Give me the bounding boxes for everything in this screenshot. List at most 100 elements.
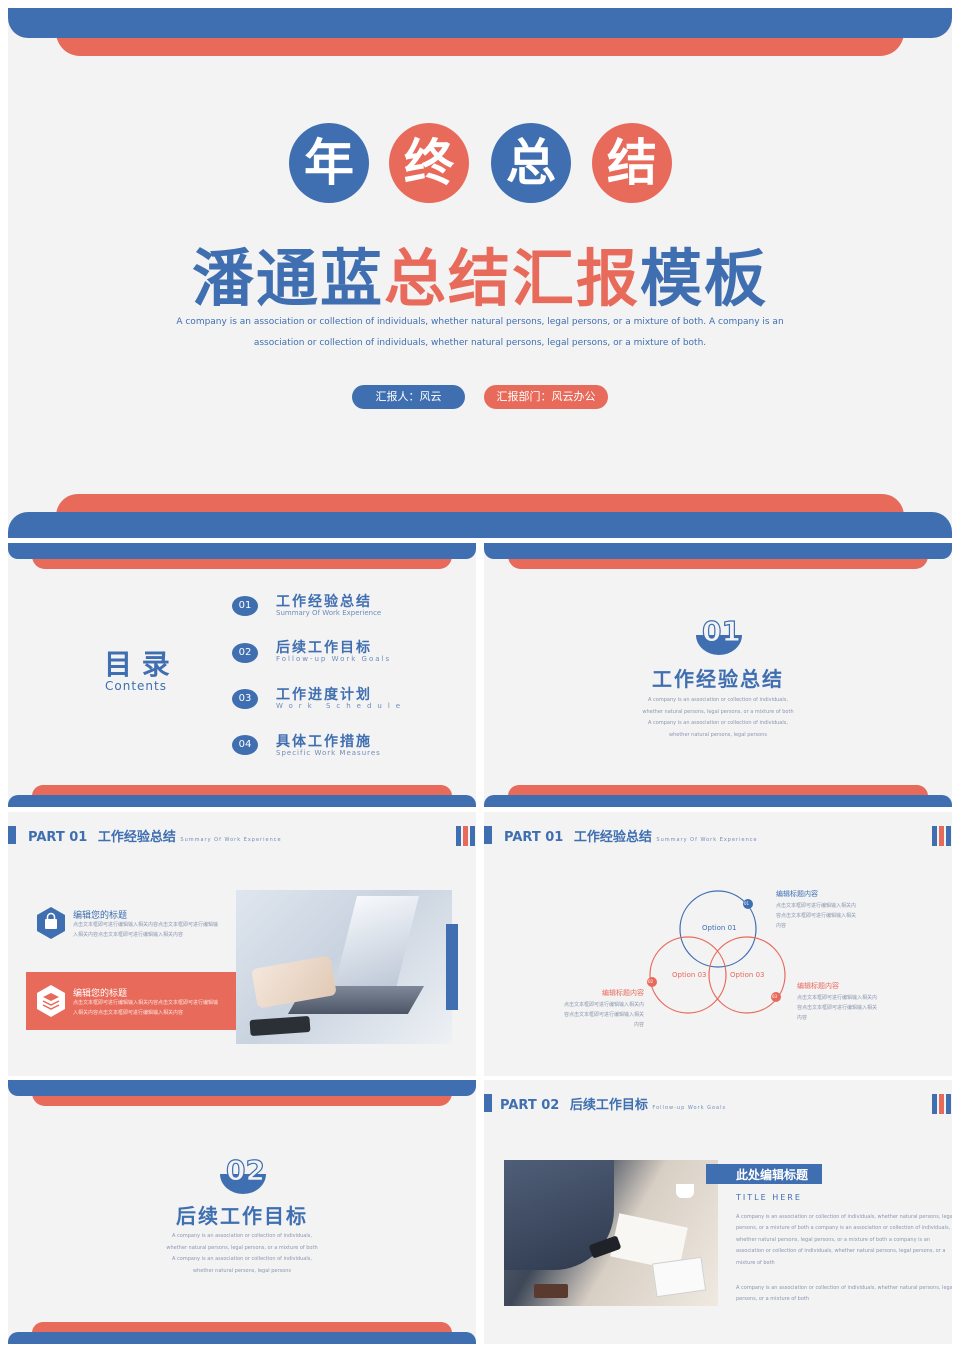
cover-slide: 年 终 总 结 潘通蓝总结汇报模板 A company is an associ… — [8, 8, 952, 538]
part1-item-1-title: 编辑您的标题 — [73, 911, 128, 921]
toc-num-2: 02 — [232, 640, 260, 663]
part2-title-here: TITLE HERE — [736, 1193, 802, 1202]
cover-title-red: 总结汇报 — [383, 242, 640, 315]
part1b-stripe-2 — [939, 826, 944, 846]
venn-text-right-1: 点击文本框即可进行编辑输入相关内 — [797, 995, 878, 1001]
cover-title-blue2: 模板 — [640, 242, 769, 315]
venn-text-right-2: 容点击文本框即可进行编辑输入相关 — [797, 1005, 878, 1011]
part2-stripe-2 — [939, 1094, 944, 1114]
cover-desc-line2: association or collection of individuals… — [253, 338, 707, 348]
part2-cn: 后续工作目标 — [569, 1098, 648, 1113]
section1-slide: 01 工作经验总结 A company is an association or… — [484, 543, 952, 807]
toc-item-3-cn: 工作进度计划 — [276, 687, 372, 703]
cover-char-circle-4: 结 — [592, 123, 672, 203]
toc-item-1-cn: 工作经验总结 — [276, 594, 372, 610]
venn-num-1: 01 — [744, 901, 750, 906]
venn-diagram — [647, 890, 786, 1014]
section2-number-badge — [220, 1174, 266, 1194]
toc-title: 目 录 — [104, 648, 170, 681]
part1b-en: Summary Of Work Experience — [656, 837, 758, 843]
toc-item-2-cn: 后续工作目标 — [276, 640, 372, 656]
toc-item-3-en: Work Schedule — [276, 702, 407, 710]
part2-stripe-1 — [932, 1094, 937, 1114]
cover-title-blue: 潘通蓝 — [191, 242, 384, 315]
section1-line-3: A company is an association or collectio… — [648, 720, 788, 726]
venn-circle-left — [649, 936, 727, 1014]
part1-item-1-text-1: 点击文本框即可进行编辑输入相关内容点击文本框即可进行编辑输 — [73, 922, 219, 928]
part1b-part-label: PART — [504, 830, 541, 845]
part2-stripe-3 — [946, 1094, 951, 1114]
part1b-cn: 工作经验总结 — [573, 830, 652, 845]
part1-num: 01 — [69, 830, 88, 845]
venn-option-left: Option 03 — [672, 971, 707, 979]
toc-subtitle: Contents — [105, 679, 167, 693]
venn-label-right: 编辑标题内容 — [797, 982, 839, 990]
part2-num: 02 — [541, 1098, 560, 1113]
cover-top-blue-bar — [8, 8, 952, 38]
part1-laptop-slide: PART 01 工作经验总结 Summary Of Work Experienc… — [8, 812, 476, 1076]
part2-heading-box — [706, 1164, 822, 1184]
toc-item-1-en: Summary Of Work Experience — [276, 609, 382, 617]
section2-title: 后续工作目标 — [176, 1204, 308, 1228]
toc-item-4-en: Specific Work Measures — [276, 749, 381, 757]
part1b-stripe-3 — [946, 826, 951, 846]
desk-cup — [676, 1184, 694, 1198]
venn-option-right: Option 03 — [730, 971, 765, 979]
part1-venn-slide: PART 01 工作经验总结 Summary Of Work Experienc… — [484, 812, 952, 1076]
venn-text-top-1: 点击文本框即可进行编辑输入相关内 — [776, 903, 857, 909]
toc-num-3: 03 — [232, 686, 260, 709]
part1b-left-marker — [484, 826, 492, 844]
part1-header: PART 01 工作经验总结 Summary Of Work Experienc… — [28, 826, 282, 845]
section2-line-2: whether natural persons, legal persons, … — [166, 1245, 318, 1251]
section2-line-4: whether natural persons, legal persons — [193, 1268, 291, 1274]
desk-wallet — [534, 1284, 568, 1298]
toc-bottom-blue-bar — [8, 795, 476, 807]
desk-notebook — [651, 1256, 707, 1298]
part2-left-marker — [484, 1094, 492, 1112]
s1-bottom-blue-bar — [484, 795, 952, 807]
part1-item-2-text-2: 入相关内容点击文本框即可进行编辑输入相关内容 — [73, 1010, 184, 1016]
cover-char-circle-2: 终 — [389, 123, 469, 203]
part1-item-2[interactable]: 编辑您的标题 点击文本框即可进行编辑输入相关内容点击文本框即可进行编辑输 入相关… — [26, 972, 236, 1030]
reporter-pill: 汇报人：风云 — [352, 385, 465, 409]
phone — [249, 1015, 311, 1037]
part1-stripe-2 — [463, 826, 468, 846]
venn-text-left-1: 点击文本框即可进行编辑输入相关内 — [563, 1002, 644, 1008]
venn-num-3: 03 — [772, 994, 778, 999]
s2-top-blue-bar — [8, 1080, 476, 1096]
cover-char-circle-1: 年 — [289, 123, 369, 203]
section1-line-2: whether natural persons, legal persons, … — [642, 709, 794, 715]
laptop-photo — [236, 890, 452, 1044]
toc-item-2-en: Follow-up Work Goals — [276, 655, 392, 663]
section2-number: 02 — [225, 1153, 265, 1187]
part2-para2-line-2: persons, or a mixture of both — [736, 1296, 810, 1302]
part1-stripe-1 — [456, 826, 461, 846]
part2-para1-line-4: association or collection of individuals… — [736, 1248, 946, 1254]
s1-top-blue-bar — [484, 543, 952, 559]
toc-item-4-cn: 具体工作措施 — [276, 734, 372, 750]
section2-line-1: A company is an association or collectio… — [172, 1233, 312, 1239]
section1-title: 工作经验总结 — [652, 667, 784, 691]
part1b-header: PART 01 工作经验总结 Summary Of Work Experienc… — [504, 826, 758, 845]
venn-option-top: Option 01 — [702, 924, 737, 932]
part1-part-label: PART — [28, 830, 65, 845]
venn-circle-right — [708, 936, 786, 1014]
toc-slide: 目 录 Contents 01 工作经验总结 Summary Of Work E… — [8, 543, 476, 807]
venn-text-top-3: 内容 — [776, 923, 787, 929]
section1-line-4: whether natural persons, legal persons — [669, 732, 767, 738]
cover-desc-line1: A company is an association or collectio… — [176, 317, 784, 327]
venn-text-right-3: 内容 — [797, 1015, 808, 1021]
part2-heading: 此处编辑标题 — [736, 1168, 809, 1182]
part2-para1-line-3: whether natural persons, legal persons, … — [736, 1237, 930, 1243]
toc-top-blue-bar — [8, 543, 476, 559]
venn-text-top-2: 容点击文本框即可进行编辑输入相关 — [776, 913, 857, 919]
part2-para1-line-1: A company is an association or collectio… — [736, 1214, 952, 1220]
venn-circle-top — [679, 890, 757, 968]
toc-num-1: 01 — [232, 593, 260, 616]
venn-label-top: 编辑标题内容 — [776, 890, 818, 898]
part1-left-marker — [8, 826, 16, 844]
part1-cn: 工作经验总结 — [97, 830, 176, 845]
layers-icon — [37, 985, 65, 1017]
venn-text-left-3: 内容 — [633, 1022, 644, 1028]
part2-para1-line-2: persons, or a mixture of both a company … — [736, 1225, 951, 1231]
